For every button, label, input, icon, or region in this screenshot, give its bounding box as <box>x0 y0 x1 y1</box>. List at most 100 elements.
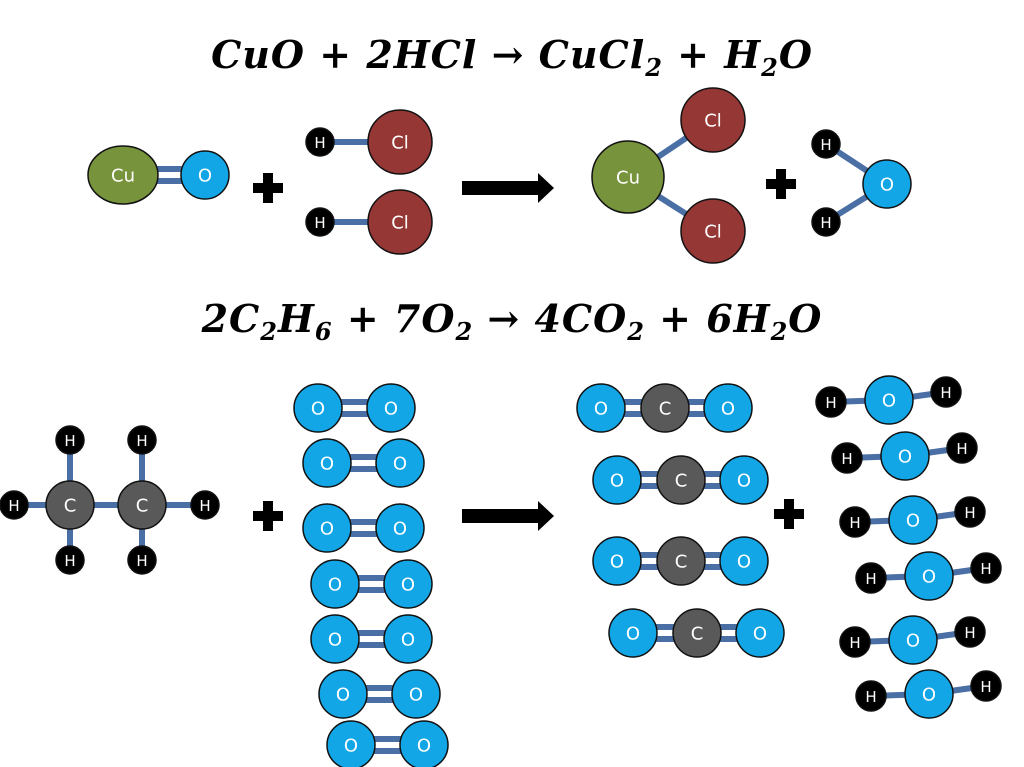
atom-o <box>302 503 352 553</box>
atom-h <box>811 207 841 237</box>
atom-h <box>55 425 85 455</box>
equation-text: 2C <box>201 296 261 341</box>
atom-label: H <box>199 497 210 515</box>
atom-o <box>391 669 441 719</box>
plus-icon <box>774 499 804 529</box>
atom-label: H <box>956 440 967 458</box>
atom-h <box>839 506 871 538</box>
arrow-right-icon <box>462 173 554 203</box>
atom-c <box>45 480 95 530</box>
atom-h <box>946 432 978 464</box>
atom-label: O <box>610 471 624 492</box>
equation-text: + 6H <box>644 296 771 341</box>
atom-h <box>305 127 335 157</box>
equation-text: O <box>778 32 813 77</box>
atom-c <box>672 608 722 658</box>
atom-o <box>366 383 416 433</box>
atom-label: O <box>198 166 212 187</box>
atom-label: C <box>659 399 672 420</box>
atom-label: O <box>626 624 640 645</box>
equation-text: + H <box>662 32 762 77</box>
atom-c <box>656 536 706 586</box>
subscript: 6 <box>314 317 333 346</box>
equation-ethane-combustion: 2C2H6 + 7O2 → 4CO2 + 6H2O <box>0 296 1024 346</box>
atom-label: O <box>336 685 350 706</box>
molecule-cuo: Cu O <box>87 145 230 205</box>
atom-h <box>954 496 986 528</box>
atom-label: H <box>849 514 860 532</box>
atom-o <box>375 503 425 553</box>
atom-label: Cl <box>391 213 409 234</box>
atom-o <box>888 615 938 665</box>
atom-h <box>811 129 841 159</box>
atom-label: H <box>136 552 147 570</box>
equation-text: + 7O <box>332 296 456 341</box>
equation-text: H <box>277 296 315 341</box>
atom-cu <box>591 140 665 214</box>
molecule-hcl: H Cl <box>305 189 433 255</box>
atom-label: O <box>737 471 751 492</box>
atom-label: O <box>594 399 608 420</box>
atom-c <box>656 455 706 505</box>
atom-h <box>970 552 1002 584</box>
atom-label: O <box>610 552 624 573</box>
plus-icon <box>766 169 796 199</box>
atom-h <box>55 545 85 575</box>
atom-label: H <box>314 214 325 232</box>
atom-label: H <box>940 384 951 402</box>
equation-text: CuO + 2HCl → CuCl <box>211 32 646 77</box>
atom-h <box>127 425 157 455</box>
atom-label: O <box>328 630 342 651</box>
atom-label: H <box>841 450 852 468</box>
atom-label: O <box>320 519 334 540</box>
plus-icon <box>253 173 283 203</box>
atom-o <box>592 536 642 586</box>
atom-o <box>383 559 433 609</box>
atom-c <box>117 480 167 530</box>
atom-o <box>310 614 360 664</box>
atom-cu <box>87 145 159 205</box>
atom-label: C <box>675 552 688 573</box>
atom-h <box>831 442 863 474</box>
atom-label: O <box>320 454 334 475</box>
atom-label: Cu <box>111 166 135 187</box>
subscript: 2 <box>455 317 474 346</box>
atom-o <box>576 383 626 433</box>
atom-label: H <box>980 560 991 578</box>
atom-o <box>888 495 938 545</box>
atom-label: Cl <box>704 222 722 243</box>
subscript: 2 <box>260 317 278 346</box>
atom-label: H <box>136 432 147 450</box>
atom-label: H <box>865 570 876 588</box>
atom-cl <box>680 198 746 264</box>
atom-h <box>954 616 986 648</box>
subscript: 2 <box>770 317 789 346</box>
atom-h <box>839 626 871 658</box>
equation-text: O <box>788 296 823 341</box>
atom-label: O <box>922 685 936 706</box>
atom-label: H <box>314 134 325 152</box>
atom-label: H <box>849 634 860 652</box>
atom-o <box>862 159 912 209</box>
atom-o <box>904 669 954 719</box>
atom-cl <box>367 189 433 255</box>
atom-label: Cl <box>704 111 722 132</box>
atom-label: O <box>880 175 894 196</box>
atom-cl <box>680 87 746 153</box>
atom-label: O <box>401 575 415 596</box>
atom-o <box>383 614 433 664</box>
